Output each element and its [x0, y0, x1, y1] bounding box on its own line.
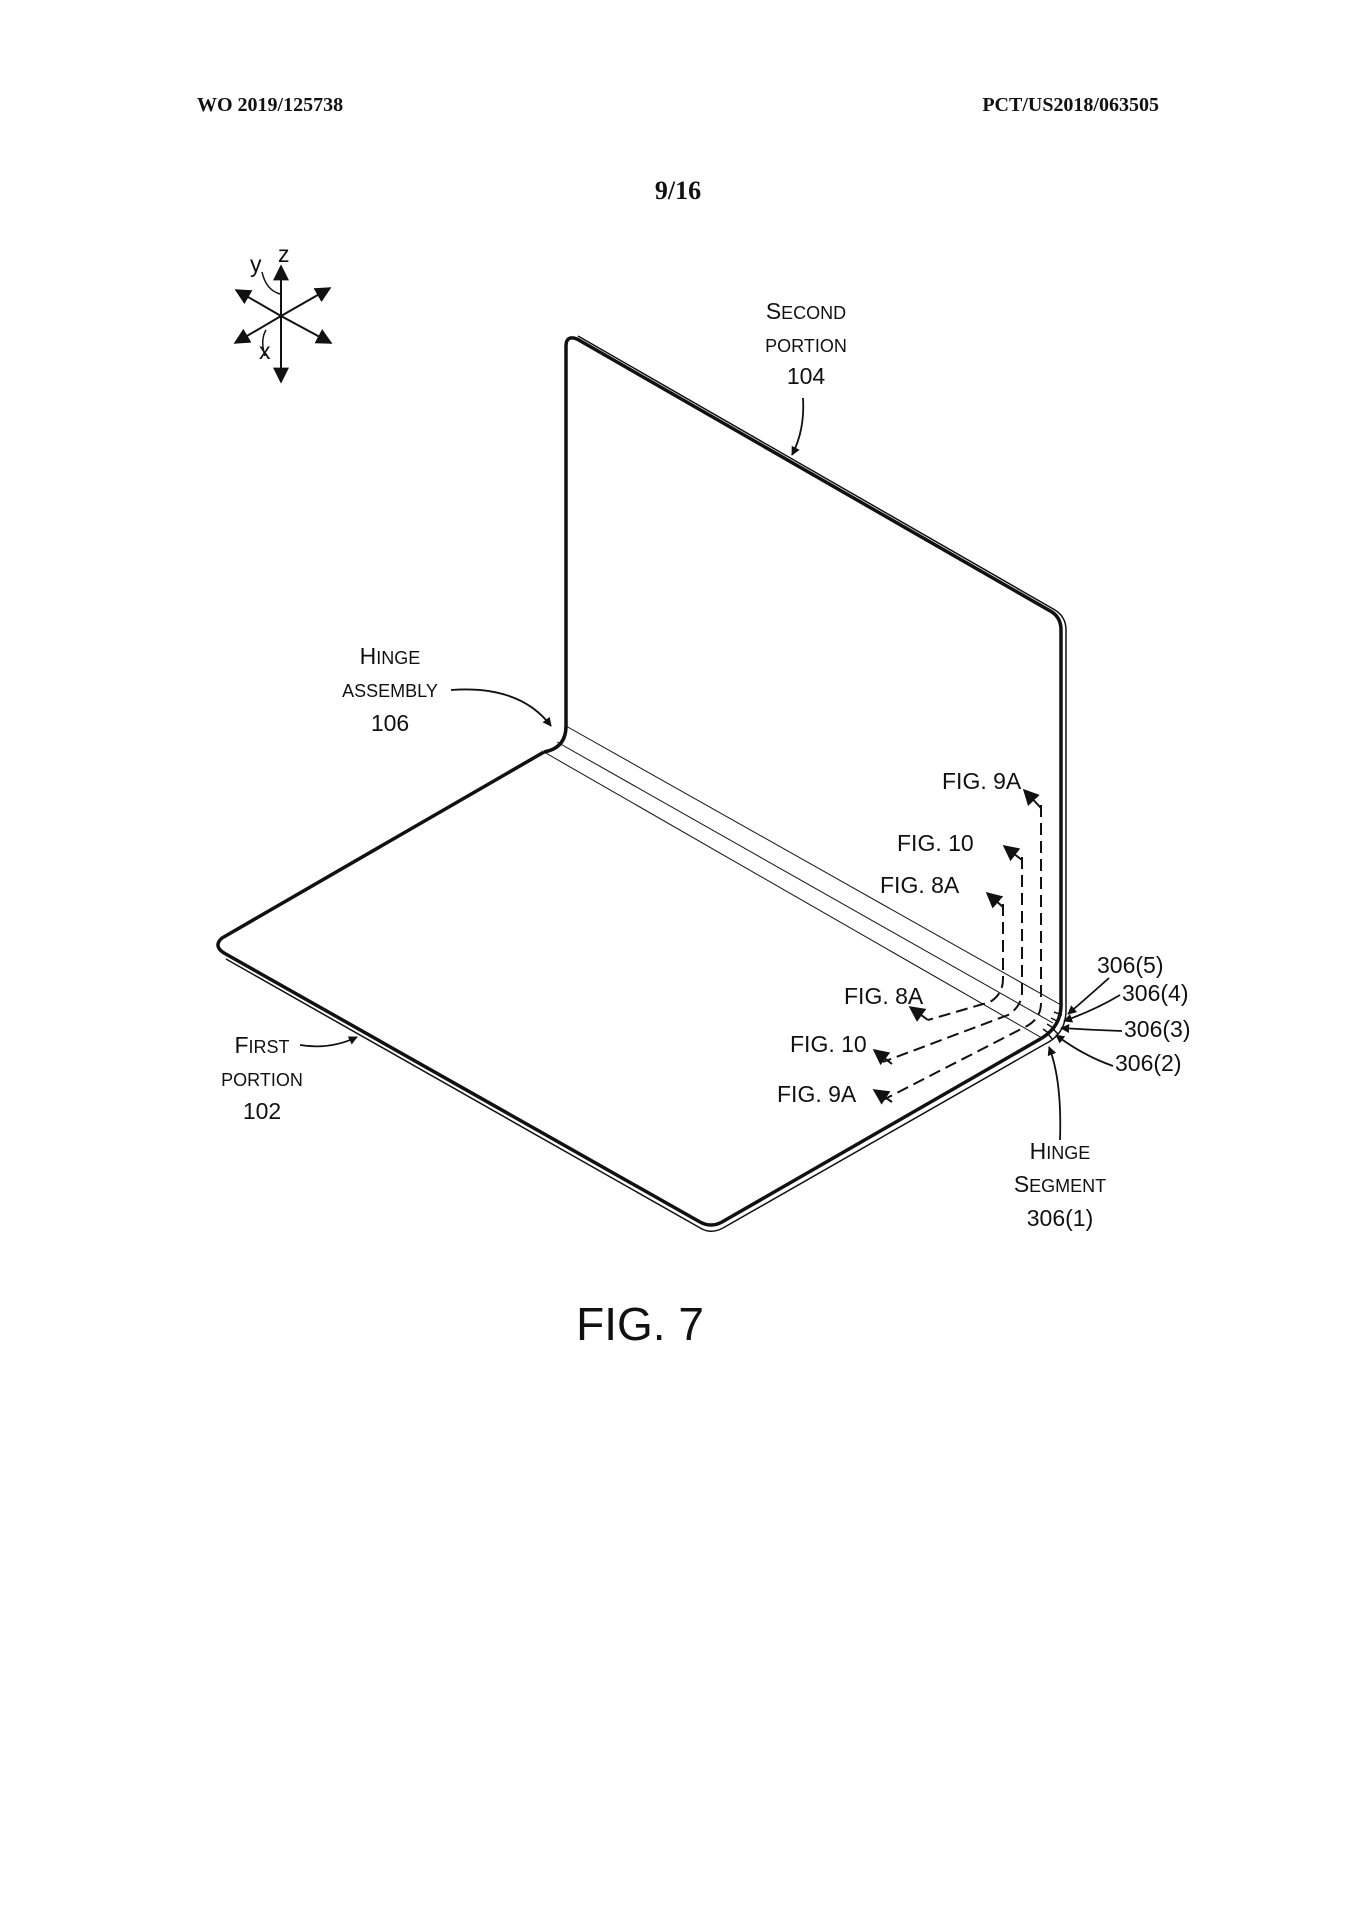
svg-text:FIRST: FIRST [234, 1032, 289, 1058]
axis-x-label: x [259, 338, 271, 364]
section-ref-upper-10: FIG. 10 [897, 830, 974, 856]
first-portion-panel [216, 750, 1046, 1232]
svg-text:104: 104 [787, 363, 826, 389]
application-number: PCT/US2018/063505 [982, 94, 1159, 116]
section-ref-upper-8a: FIG. 8A [880, 872, 960, 898]
segment-label-306-4: 306(4) [1122, 980, 1188, 1006]
segment-labels: 306(5) 306(4) 306(3) 306(2) [1055, 952, 1190, 1076]
section-cut-arrows [872, 788, 1042, 1105]
svg-text:PORTION: PORTION [765, 336, 847, 356]
section-ref-lower-10: FIG. 10 [790, 1031, 867, 1057]
svg-text:ASSEMBLY: ASSEMBLY [342, 681, 438, 701]
hinge-assembly [543, 725, 1067, 1045]
axis-z-label: z [278, 241, 290, 267]
segment-label-306-5: 306(5) [1097, 952, 1163, 978]
svg-text:SEGMENT: SEGMENT [1014, 1171, 1106, 1197]
section-ref-upper-9a: FIG. 9A [942, 768, 1022, 794]
first-portion-label: FIRST PORTION 102 [221, 1032, 358, 1124]
svg-text:HINGE: HINGE [360, 643, 421, 669]
publication-number: WO 2019/125738 [197, 94, 344, 116]
figure-title: FIG. 7 [576, 1298, 704, 1350]
segment-label-306-3: 306(3) [1124, 1016, 1190, 1042]
svg-text:HINGE: HINGE [1030, 1138, 1091, 1164]
svg-text:106: 106 [371, 710, 409, 736]
second-portion-label: SECOND PORTION 104 [765, 298, 847, 456]
svg-text:306(1): 306(1) [1027, 1205, 1093, 1231]
svg-text:102: 102 [243, 1098, 281, 1124]
axis-symbol: z y x [233, 241, 333, 384]
section-ref-lower-9a: FIG. 9A [777, 1081, 857, 1107]
hinge-assembly-label: HINGE ASSEMBLY 106 [342, 643, 552, 736]
svg-text:PORTION: PORTION [221, 1070, 303, 1090]
svg-text:SECOND: SECOND [766, 298, 846, 324]
section-cut-lines [882, 805, 1042, 1101]
sheet-number: 9/16 [654, 176, 702, 205]
hinge-segment-label: HINGE SEGMENT 306(1) [1014, 1046, 1106, 1231]
segment-label-306-2: 306(2) [1115, 1050, 1181, 1076]
section-ref-lower-8a: FIG. 8A [844, 983, 924, 1009]
second-portion-panel [564, 335, 1067, 1010]
axis-y-label: y [250, 251, 262, 277]
